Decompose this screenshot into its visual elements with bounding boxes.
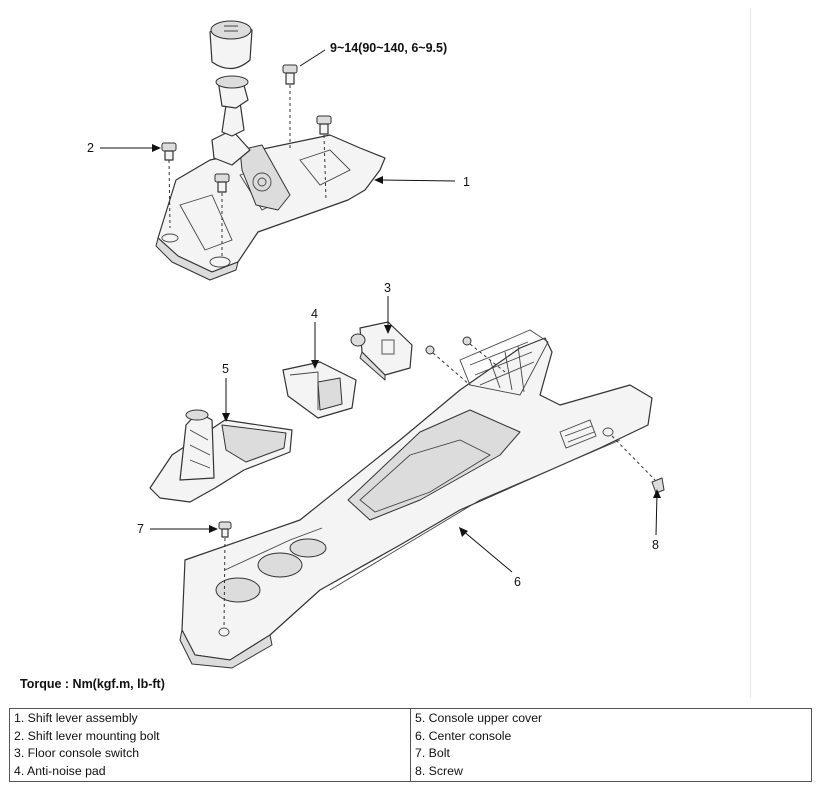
exploded-view-diagram: 9~14(90~140, 6~9.5) 1 2 3 4 5 6 7 8 bbox=[87, 20, 665, 669]
legend-row: 1. Shift lever assembly 2. Shift lever m… bbox=[9, 708, 812, 782]
console-screw-a bbox=[425, 345, 471, 386]
legend-item: 2. Shift lever mounting bolt bbox=[14, 728, 160, 743]
console-upper-cover-part bbox=[149, 409, 293, 503]
legend-item: 1. Shift lever assembly bbox=[14, 711, 138, 725]
bolt-part bbox=[218, 521, 232, 629]
anti-noise-pad-part bbox=[282, 361, 357, 419]
legend-item: 7. Bolt bbox=[415, 746, 450, 760]
callout-2: 2 bbox=[87, 141, 94, 155]
parts-legend-table: 1. Shift lever assembly 2. Shift lever m… bbox=[9, 708, 812, 782]
legend-item: 8. Screw bbox=[415, 763, 463, 778]
shift-lever-assembly-part bbox=[155, 20, 386, 281]
torque-unit-label: Torque : Nm(kgf.m, lb-ft) bbox=[20, 677, 165, 691]
callout-1: 1 bbox=[463, 175, 470, 189]
floor-console-switch-part bbox=[350, 321, 413, 381]
legend-item: 5. Console upper cover bbox=[415, 711, 543, 725]
mounting-bolt-rear bbox=[316, 115, 332, 201]
legend-item: 6. Center console bbox=[415, 728, 512, 743]
legend-left-column: 1. Shift lever assembly 2. Shift lever m… bbox=[9, 708, 411, 782]
screw-part bbox=[611, 435, 665, 494]
leader-lines bbox=[100, 49, 661, 573]
center-console-part bbox=[179, 329, 653, 669]
callout-6: 6 bbox=[514, 575, 521, 589]
callout-8: 8 bbox=[652, 538, 659, 552]
callout-4: 4 bbox=[311, 307, 318, 321]
legend-item: 4. Anti-noise pad bbox=[14, 763, 106, 778]
mounting-bolt-front bbox=[214, 173, 230, 258]
callout-7: 7 bbox=[137, 522, 144, 536]
callout-3: 3 bbox=[384, 281, 391, 295]
mounting-bolt-top bbox=[282, 64, 298, 148]
legend-item: 3. Floor console switch bbox=[14, 746, 140, 760]
callout-5: 5 bbox=[222, 362, 229, 376]
console-screw-b bbox=[462, 336, 506, 373]
shift-lever-mounting-bolt bbox=[161, 142, 177, 229]
torque-spec-text: 9~14(90~140, 6~9.5) bbox=[330, 41, 447, 55]
page-divider-line bbox=[750, 8, 751, 698]
legend-right-column: 5. Console upper cover 6. Center console… bbox=[410, 708, 812, 782]
